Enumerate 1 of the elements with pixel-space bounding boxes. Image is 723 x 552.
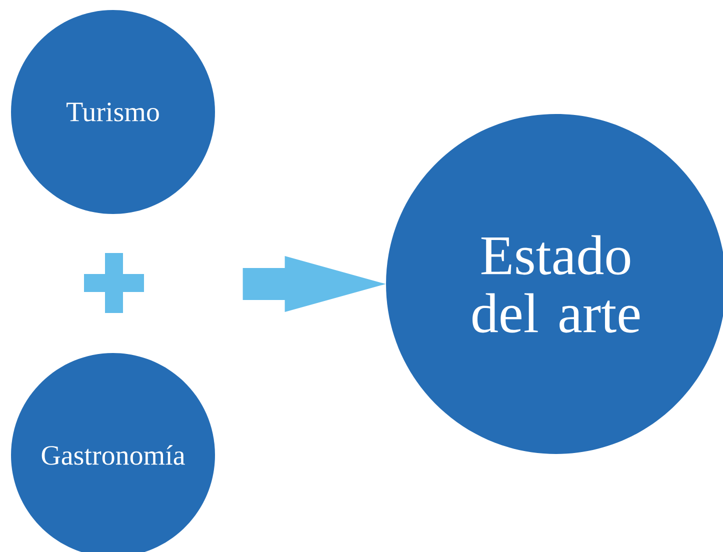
block-arrow [242,256,386,312]
